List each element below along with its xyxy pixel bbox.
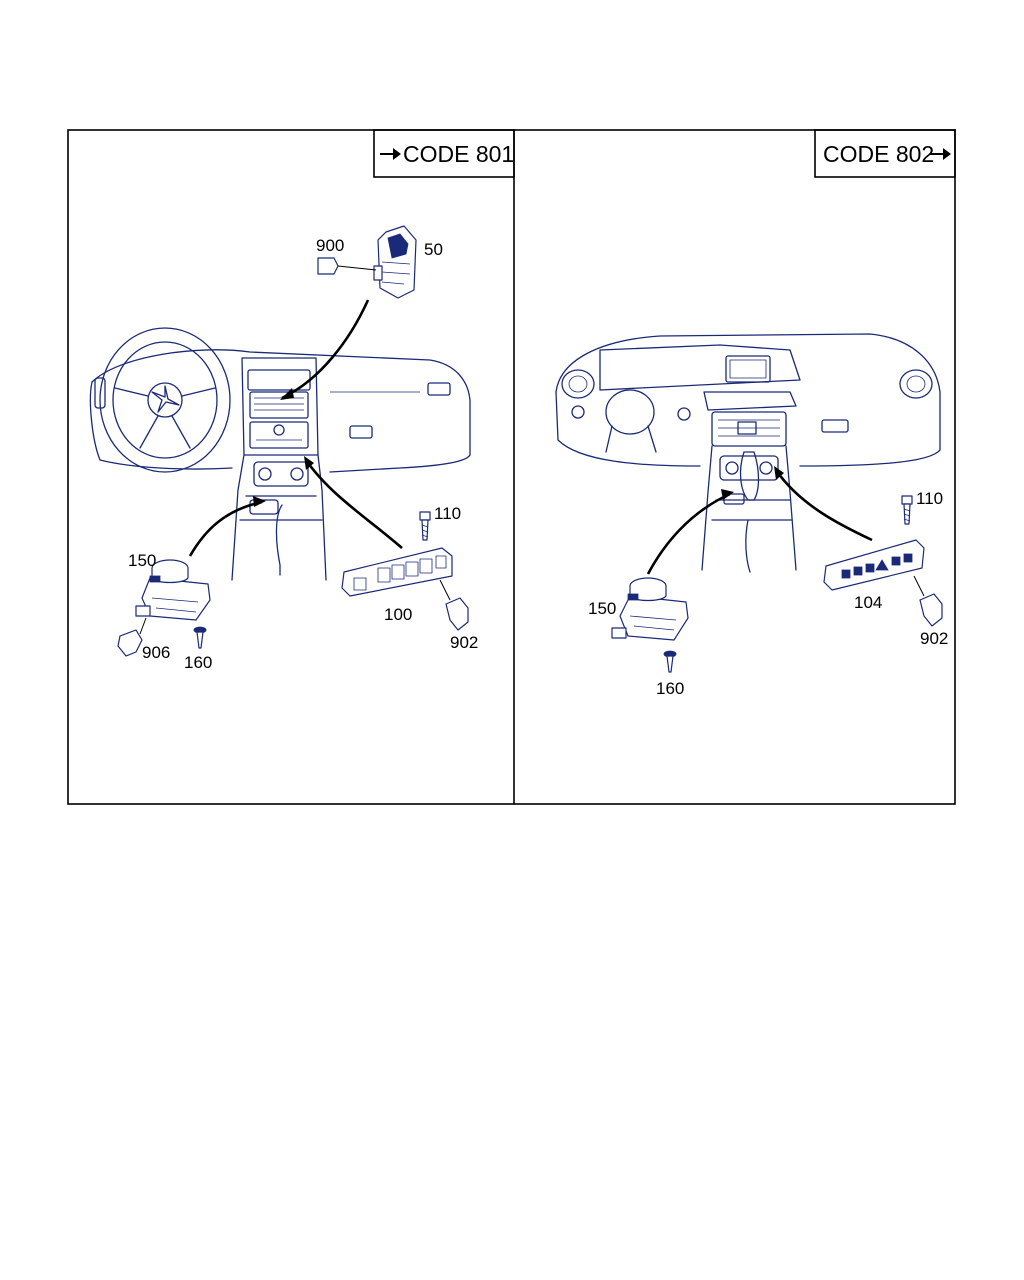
callout-900: 900: [316, 236, 344, 255]
diagram-frame: [67, 129, 956, 805]
part-104-switch-strip: [823, 539, 925, 591]
callout-150-802: 150: [588, 599, 616, 618]
code-802-arrow-icon: [930, 148, 951, 160]
arrow-part-50-head: [280, 388, 294, 400]
callout-50: 50: [424, 240, 443, 259]
callout-104: 104: [854, 593, 882, 612]
part-110-screw-802: [901, 495, 913, 525]
code-801-label: CODE 801: [403, 141, 514, 167]
callout-150: 150: [128, 551, 156, 570]
part-902-connector-802: [913, 575, 943, 627]
code-802-label: CODE 802: [823, 141, 934, 167]
dashboard-801-drawing: [89, 327, 471, 581]
arrow-part-50: [281, 299, 370, 400]
part-150-controller: [135, 559, 211, 621]
callout-100: 100: [384, 605, 412, 624]
callout-160: 160: [184, 653, 212, 672]
code-802-box: [814, 129, 956, 178]
part-902-connector: [439, 579, 469, 631]
code-801-arrow-icon: [380, 148, 401, 160]
part-150-controller-802: [611, 577, 689, 641]
part-160-screw: [193, 626, 207, 649]
part-110-screw: [419, 511, 431, 541]
part-900-connector: [317, 257, 377, 275]
callout-902: 902: [450, 633, 478, 652]
part-160-screw-802: [663, 650, 677, 673]
code-801-box: [373, 129, 515, 178]
arrow-part-150: [188, 500, 263, 557]
callout-906: 906: [142, 643, 170, 662]
arrow-part-150-802: [646, 492, 731, 575]
callout-110-802: 110: [916, 489, 943, 508]
callout-902-802: 902: [920, 629, 948, 648]
part-906-connector: [117, 617, 147, 657]
panel-code-802: CODE 802: [555, 129, 956, 698]
arrow-part-100: [304, 459, 403, 549]
arrow-part-104: [774, 469, 873, 542]
part-100-switch-strip: [341, 547, 453, 597]
part-50-drawing: [373, 225, 417, 299]
dashboard-802-drawing: [555, 333, 941, 573]
callout-110: 110: [434, 504, 461, 523]
panel-code-801: CODE 801: [89, 129, 515, 672]
callout-160-802: 160: [656, 679, 684, 698]
